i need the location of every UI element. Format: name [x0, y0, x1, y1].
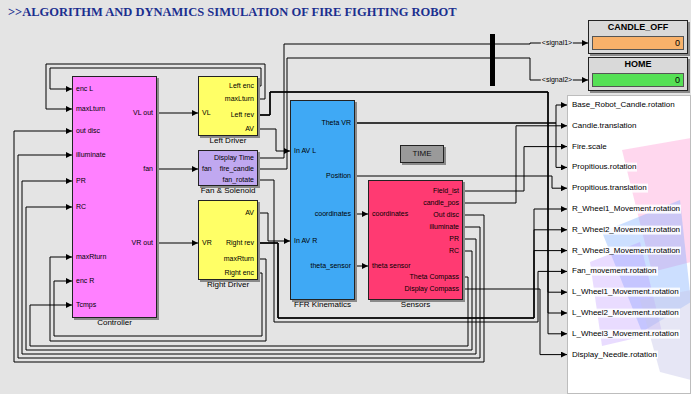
port-label: maxRturn [76, 253, 106, 261]
port-label: AV [245, 125, 254, 133]
port-label: Fire.scale [571, 142, 608, 151]
port-label: Base_Robot_Candle.rotation [571, 101, 676, 110]
signal-line [355, 105, 567, 123]
port-label: Fan_movement.rotation [571, 267, 658, 276]
port-label: enc L [76, 85, 93, 93]
port-label: AV [245, 209, 254, 217]
display-block: CANDLE_OFF 0 [588, 20, 688, 54]
port-label: Candle.translation [571, 121, 637, 130]
signal-line [258, 129, 290, 151]
signal-line [258, 92, 567, 334]
port-label: maxLturn [76, 105, 105, 113]
port-label: illuminate [429, 223, 459, 231]
port-label: L_Wheel1_Movement.rotation [571, 288, 680, 297]
port-label: coordinates [372, 210, 408, 218]
port-label: Display_Needle.rotation [571, 350, 658, 359]
port-label: candle_pos [423, 199, 459, 207]
port-label: maxRturn [224, 255, 254, 263]
port-label: Tcmps [76, 301, 96, 309]
block-name: Left Driver [210, 137, 247, 146]
signal-line [355, 123, 567, 167]
port-label: Position [326, 172, 351, 180]
driver-block: Right DriverVRAVRight revmaxRturnRight e… [198, 200, 258, 280]
block-name: Right Driver [207, 281, 249, 290]
vr-sink-block: Base_Robot_Candle.rotationCandle.transla… [567, 95, 691, 394]
port-label: coordinates [315, 210, 351, 218]
signal-line [157, 113, 198, 114]
port-label: VL [202, 109, 211, 117]
port-label: R_Wheel3_Movement.rotation [571, 246, 681, 255]
signal-line [54, 273, 262, 336]
port-label: fan [143, 165, 153, 173]
port-label: Field_ist [433, 187, 459, 195]
display-block: HOME 0 [588, 57, 688, 91]
controller-block: Controllerenc LmaxLturnout discilluminat… [72, 76, 157, 318]
block-name: FFR Kinematics [294, 301, 351, 310]
block-name: Fan & Solenoid [201, 187, 256, 196]
display-name: CANDLE_OFF [608, 23, 669, 33]
port-label: fan [202, 165, 212, 173]
port-label: Propitious.translation [571, 184, 648, 193]
display-name: HOME [625, 60, 652, 70]
sensors-block: Sensorscoordinatestheta sensorField_istc… [368, 180, 463, 300]
port-label: L_Wheel2_Movement.rotation [571, 309, 680, 318]
signal-line [463, 289, 567, 355]
block-name: Sensors [401, 301, 430, 310]
port-label: Display Time [214, 154, 254, 162]
port-label: Theta Compass [410, 273, 459, 281]
port-label: Display Compass [405, 285, 459, 293]
port-label: VL out [133, 109, 153, 117]
port-label: RC [449, 247, 459, 255]
signal-line [258, 92, 567, 313]
port-label: illuminate [76, 151, 106, 159]
port-label: Propitious.rotation [571, 163, 637, 172]
signal-line [157, 169, 198, 170]
port-label: enc R [76, 277, 94, 285]
port-label: fan_rotate [222, 176, 254, 184]
signal-line [258, 213, 290, 241]
kinematics-block: FFR KinematicsIn AV LIn AV RTheta VRPosi… [290, 100, 355, 300]
port-label: Right enc [224, 269, 254, 277]
signal-label: <signal2> [541, 76, 573, 84]
solenoid-block: Fan & SolenoidfanDisplay Timefire_candle… [198, 150, 258, 186]
port-label: R_Wheel1_Movement.rotation [571, 205, 681, 214]
port-label: Left rev [231, 111, 254, 119]
port-label: RC [76, 203, 86, 211]
port-label: In AV L [294, 147, 316, 155]
display-value: 0 [592, 73, 684, 87]
port-label: Theta VR [321, 119, 351, 127]
port-label: PR [449, 235, 459, 243]
port-label: VR out [132, 239, 153, 247]
port-label: PR [76, 177, 86, 185]
port-label: out disc [76, 127, 100, 135]
signal-line [355, 214, 368, 215]
port-label: maxLturn [225, 95, 254, 103]
signal-line [463, 126, 567, 203]
connector-group [14, 43, 588, 362]
port-label: fire_candle [220, 165, 254, 173]
tag-name: TIME [412, 150, 431, 159]
port-label: L_Wheel3_Movement.rotation [571, 329, 680, 338]
port-label: theta_sensor [311, 262, 351, 270]
port-label: VR [202, 239, 212, 247]
signal-label: <signal1> [541, 39, 573, 47]
port-label: Right rev [226, 239, 254, 247]
port-label: theta sensor [372, 262, 411, 270]
port-label: Left enc [229, 82, 254, 90]
port-label: Out disc [433, 211, 459, 219]
goto-tag: TIME [400, 145, 444, 163]
diagram-title: >>ALGORITHM AND DYNAMICS SIMULATION OF F… [8, 5, 457, 20]
vr-viewport [567, 95, 691, 394]
mux-bar [490, 34, 495, 86]
signal-line [355, 266, 368, 267]
signal-line [157, 243, 198, 244]
block-name: Controller [97, 319, 132, 328]
driver-block: Left DriverVLLeft encmaxLturnLeft revAV [198, 76, 258, 136]
signal-line [463, 147, 567, 191]
port-label: In AV R [294, 237, 317, 245]
port-label: R_Wheel2_Movement.rotation [571, 225, 681, 234]
display-value: 0 [592, 36, 684, 50]
